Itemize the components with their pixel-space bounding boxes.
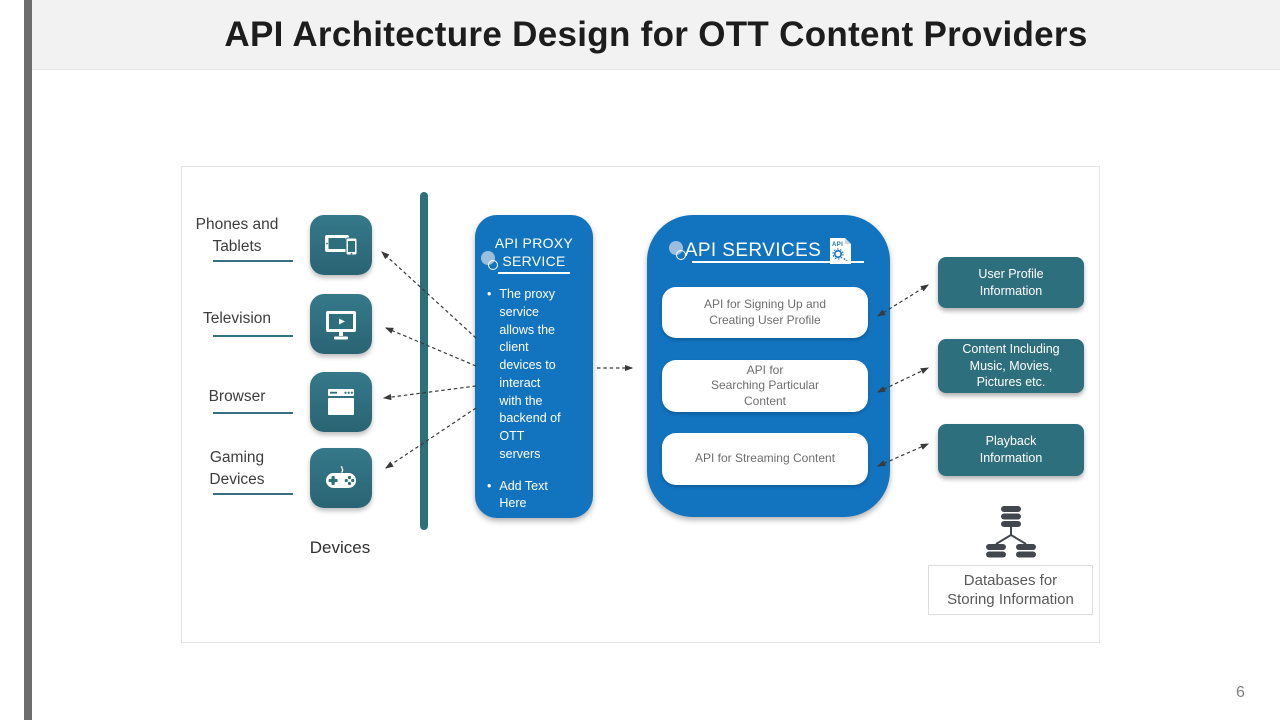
device-tile-television <box>310 294 372 354</box>
device-label-television: Television <box>202 310 272 327</box>
device-underline <box>213 412 293 414</box>
browser-icon <box>328 389 354 415</box>
devices-section-label: Devices <box>309 538 371 557</box>
gamepad-icon <box>326 466 356 488</box>
device-label-gaming-devices: Gaming Devices <box>209 449 265 488</box>
list-item: • The proxy service allows the client de… <box>487 286 585 464</box>
device-underline <box>213 335 293 337</box>
circles-icon <box>669 241 691 265</box>
title-band: API Architecture Design for OTT Content … <box>32 0 1280 70</box>
output-user-profile: User Profile Information <box>938 257 1084 308</box>
device-label-browser: Browser <box>208 388 266 405</box>
proxy-title: API PROXY SERVICE <box>475 235 593 274</box>
service-item-signup: API for Signing Up and Creating User Pro… <box>662 287 868 338</box>
database-label-box: Databases for Storing Information <box>928 565 1093 615</box>
api-document-icon: API <box>830 238 852 264</box>
devices-divider-bar <box>420 192 428 530</box>
services-title-underline <box>692 261 864 263</box>
api-proxy-service-box: API PROXY SERVICE • The proxy service al… <box>475 215 593 518</box>
device-underline <box>213 260 293 262</box>
proxy-bullet-1: The proxy service allows the client devi… <box>499 287 561 461</box>
device-underline <box>213 493 293 495</box>
device-tile-phones-tablets <box>310 215 372 275</box>
television-icon <box>326 311 356 340</box>
services-title-row: API SERVICES API <box>647 237 890 265</box>
proxy-title-line2: SERVICE <box>498 253 570 274</box>
device-label-phones-tablets: Phones and Tablets <box>195 216 279 255</box>
circles-icon <box>481 251 503 275</box>
svg-text:API: API <box>832 242 843 248</box>
service-item-search: API for Searching Particular Content <box>662 360 868 412</box>
output-content: Content Including Music, Movies, Picture… <box>938 339 1084 393</box>
page-title: API Architecture Design for OTT Content … <box>224 14 1088 54</box>
proxy-title-line1: API PROXY <box>494 235 574 251</box>
list-item: • Add Text Here <box>487 478 585 514</box>
left-accent-bar <box>24 0 32 720</box>
proxy-bullet-list: • The proxy service allows the client de… <box>487 286 585 513</box>
page-number: 6 <box>1236 684 1245 701</box>
device-tile-browser <box>310 372 372 432</box>
service-item-streaming: API for Streaming Content <box>662 433 868 485</box>
output-playback: Playback Information <box>938 424 1084 476</box>
tablet-phone-icon <box>325 235 358 256</box>
services-title: API SERVICES <box>684 240 822 261</box>
device-tile-gaming <box>310 448 372 508</box>
api-services-box: API SERVICES API API for Signing Up and … <box>647 215 890 517</box>
proxy-bullet-2: Add Text Here <box>499 478 548 511</box>
database-cluster-icon <box>983 503 1039 561</box>
